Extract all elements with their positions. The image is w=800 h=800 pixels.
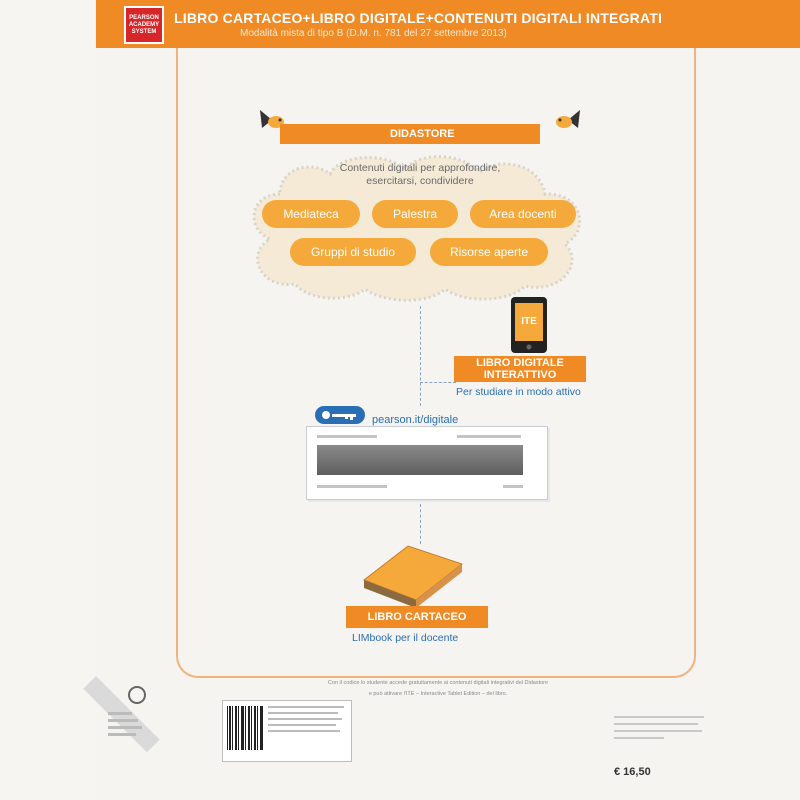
pill-mediateca: Mediateca [262, 200, 360, 228]
publisher-logo: PEARSON ACADEMY SYSTEM [124, 6, 164, 44]
price-label: € 16,50 [614, 766, 651, 778]
didastore-banner: DIDASTORE [280, 124, 540, 144]
tablet-icon [511, 297, 547, 353]
bird-right-icon [556, 110, 580, 128]
tablet-screen-label: ITE [521, 316, 537, 327]
tablet-title-line1: LIBRO DIGITALE [476, 357, 564, 369]
card-line-4 [503, 485, 523, 488]
tablet-title-line2: INTERATTIVO [483, 369, 557, 381]
pill-gruppi-di-studio: Gruppi di studio [290, 238, 416, 266]
footer-text: Con il codice lo studente accede gratuit… [228, 678, 648, 700]
connector-tablet [420, 382, 456, 383]
publisher-info [108, 712, 142, 736]
tablet-caption: Per studiare in modo attivo [456, 386, 581, 398]
code-url: pearson.it/digitale [372, 414, 459, 426]
logo-text: PEARSON ACADEMY SYSTEM [128, 14, 160, 35]
card-line-3 [317, 485, 387, 488]
tablet-label: LIBRO DIGITALE INTERATTIVO [454, 356, 586, 382]
card-line-2 [457, 435, 521, 438]
book-label: LIBRO CARTACEO [346, 606, 488, 628]
book-caption: LIMbook per il docente [352, 632, 459, 644]
pill-area-docenti: Area docenti [470, 200, 576, 228]
header-subtitle: Modalità mista di tipo B (D.M. n. 781 de… [240, 28, 507, 39]
cloud-description-line1: Contenuti digitali per approfondire, [339, 162, 501, 174]
cloud-description-line2: esercitarsi, condividere [366, 175, 474, 187]
seal-icon [128, 686, 146, 704]
barcode [227, 706, 263, 750]
scratch-strip [317, 445, 523, 475]
price-note [614, 716, 710, 739]
pill-risorse-aperte: Risorse aperte [430, 238, 548, 266]
key-icon [315, 406, 365, 424]
pill-palestra: Palestra [372, 200, 458, 228]
book-icon [362, 545, 464, 608]
footer-line1: Con il codice lo studente accede gratuit… [327, 680, 549, 686]
activation-code-card [306, 426, 548, 500]
cloud-description: Contenuti digitali per approfondire, ese… [300, 162, 540, 188]
connector-cloud-card [420, 306, 421, 406]
header-bar [96, 0, 800, 48]
footer-line2: e può attivare l'ITE – Interactive Table… [368, 691, 508, 697]
card-line-1 [317, 435, 377, 438]
connector-card-book [420, 504, 421, 544]
header-title: LIBRO CARTACEO+LIBRO DIGITALE+CONTENUTI … [174, 10, 663, 26]
content-frame [176, 48, 696, 678]
barcode-small-print [268, 706, 348, 732]
